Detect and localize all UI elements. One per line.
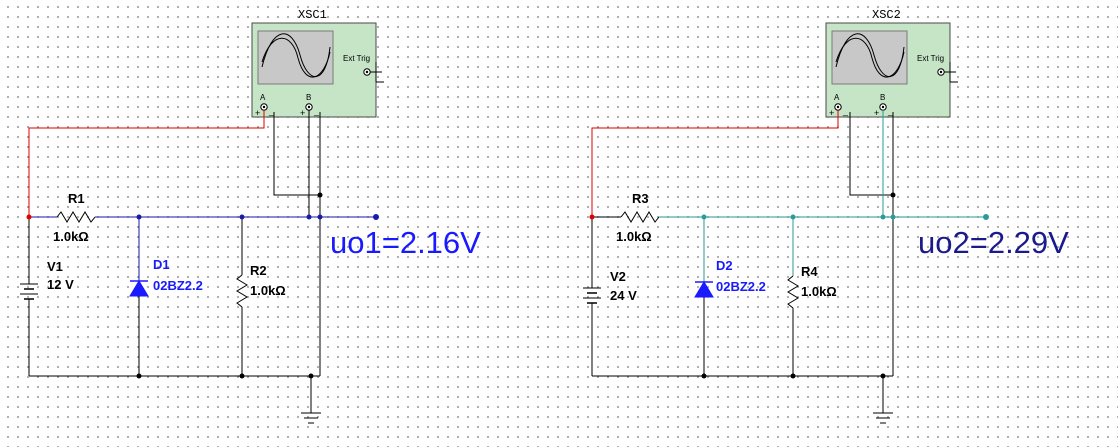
ground-icon (873, 412, 893, 424)
d2-model-label: 02BZ2.2 (716, 279, 766, 294)
junction-dot (136, 214, 142, 220)
r2-ref-label: R2 (250, 263, 267, 278)
channel-a-terminal-dot (262, 105, 266, 109)
channel-a-plus: + (829, 108, 834, 118)
junction-dot (317, 192, 323, 198)
waveform-trace (261, 37, 331, 78)
channel-a-minus: _ (268, 106, 275, 116)
scope-ext-trig-label: Ext Trig (917, 54, 944, 63)
resistor-r4[interactable] (787, 275, 799, 309)
channel-a-plus: + (255, 108, 260, 118)
junction-dot (306, 214, 312, 220)
junction-dot (790, 373, 796, 379)
probe-wire-a[interactable] (591, 110, 839, 217)
r4-ref-label: R4 (801, 264, 818, 279)
channel-a-label: A (834, 93, 840, 102)
channel-b-terminal-dot (307, 105, 311, 109)
r2-value-label: 1.0kΩ (250, 283, 286, 298)
junction-dot (790, 214, 796, 220)
junction-dot (880, 214, 886, 220)
circuit-1: XSC1 Ext Trig A B + _ + _ (20, 8, 481, 424)
junction-dot (701, 214, 707, 220)
v1-ref-label: V1 (47, 259, 63, 274)
waveform-trace (835, 33, 905, 77)
r3-value-label: 1.0kΩ (616, 229, 652, 244)
r4-value-label: 1.0kΩ (801, 284, 837, 299)
junction-dot (890, 192, 896, 198)
junction-dot (239, 373, 245, 379)
junction-dot (701, 373, 707, 379)
channel-b-terminal-dot (881, 105, 885, 109)
waveform-trace (261, 33, 331, 77)
output-terminal[interactable] (373, 214, 379, 220)
r1-ref-label: R1 (68, 191, 85, 206)
r1-value-label: 1.0kΩ (53, 229, 89, 244)
circuit-2: XSC2 Ext Trig A B + _ + _ (583, 8, 1069, 424)
channel-a-label: A (260, 93, 266, 102)
v2-ref-label: V2 (610, 269, 626, 284)
junction-dot (317, 214, 323, 220)
channel-b-minus: _ (887, 106, 894, 116)
ground-icon (301, 412, 321, 424)
channel-b-plus: + (874, 108, 879, 118)
junction-dot (239, 214, 245, 220)
output-terminal[interactable] (983, 214, 989, 220)
v1-value-label: 12 V (47, 277, 74, 292)
channel-a-terminal-dot (836, 105, 840, 109)
scope-ext-trig-label: Ext Trig (343, 54, 370, 63)
junction-dot (308, 373, 314, 379)
d1-ref-label: D1 (153, 257, 170, 272)
oscilloscope-xsc2[interactable]: XSC2 Ext Trig A B + _ + _ (825, 8, 958, 118)
v2-value-label: 24 V (610, 288, 637, 303)
junction-dot (880, 373, 886, 379)
d2-ref-label: D2 (716, 258, 733, 273)
r3-ref-label: R3 (632, 191, 649, 206)
scope-screen (257, 30, 334, 85)
channel-b-label: B (880, 93, 885, 102)
channel-b-label: B (306, 93, 311, 102)
scope-name: XSC2 (872, 8, 901, 22)
channel-b-minus: _ (313, 106, 320, 116)
output-voltage-readout: uo2=2.29V (918, 225, 1069, 260)
scope-screen (831, 30, 908, 85)
ext-trig-terminal-dot (365, 70, 369, 74)
scope-name: XSC1 (298, 8, 327, 22)
junction-dot (26, 214, 32, 220)
channel-b-plus: + (300, 108, 305, 118)
probe-wire-a[interactable] (28, 110, 265, 217)
resistor-r1[interactable] (56, 211, 96, 223)
probe-wire-a-ground[interactable] (849, 112, 893, 196)
junction-dot (136, 373, 142, 379)
ext-trig-terminal-dot (939, 70, 943, 74)
d1-model-label: 02BZ2.2 (153, 278, 203, 293)
waveform-trace (835, 37, 905, 78)
zener-diode-d2[interactable] (694, 281, 714, 298)
resistor-r2[interactable] (236, 274, 248, 308)
resistor-r3[interactable] (620, 211, 660, 223)
output-voltage-readout: uo1=2.16V (330, 225, 481, 260)
junction-dot (890, 214, 896, 220)
channel-a-minus: _ (842, 106, 849, 116)
junction-dot (589, 214, 595, 220)
probe-wire-a-ground[interactable] (273, 112, 320, 196)
oscilloscope-xsc1[interactable]: XSC1 Ext Trig A B + _ + _ (251, 8, 384, 118)
zener-diode-d1[interactable] (129, 280, 149, 297)
